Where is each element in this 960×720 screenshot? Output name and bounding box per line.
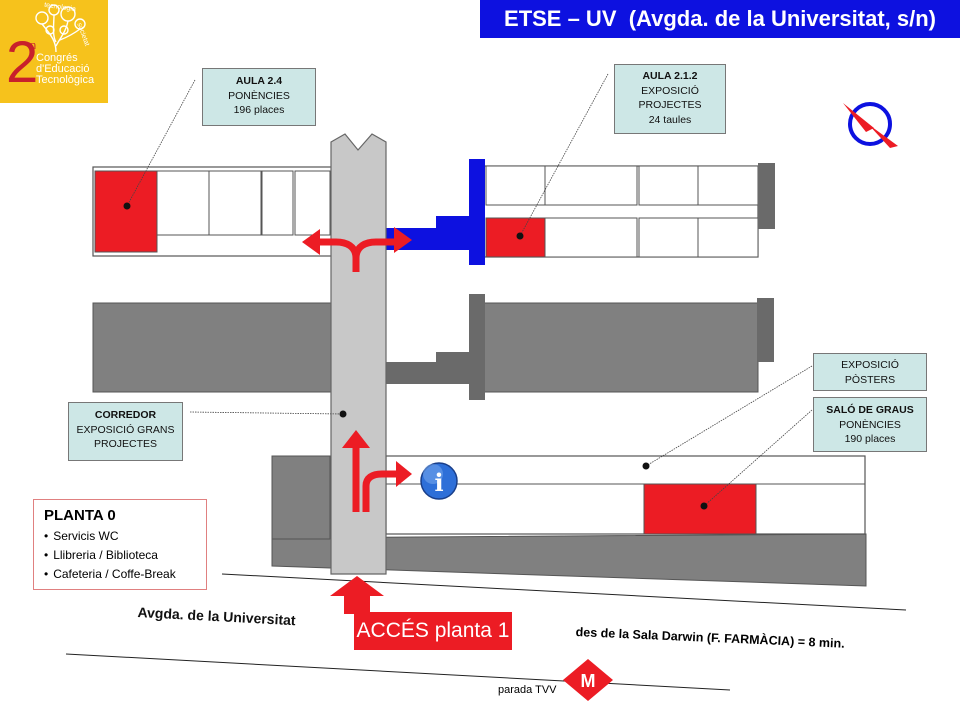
salo-graus-line1: PONÈNCIES — [839, 418, 901, 431]
posters-line2: PÒSTERS — [844, 373, 896, 386]
building-mid-right-bar — [469, 294, 485, 400]
leader-aula-212 — [519, 73, 609, 237]
logo-text: Congrés d'Educació Tecnològica — [36, 53, 94, 86]
street-line-upper — [221, 573, 907, 611]
top-split-arrow-right — [352, 238, 396, 259]
logo-number: 2 — [6, 30, 39, 95]
building-bottom-white — [385, 455, 866, 535]
building-mid-right — [482, 302, 759, 393]
dot-aula-212 — [516, 232, 524, 240]
aula-24-line2: 196 places — [233, 104, 285, 116]
blue-vertical-bar — [469, 159, 485, 265]
aula-212-room — [485, 217, 546, 258]
callout-salo-graus: SALÓ DE GRAUS PONÈNCIES 190 places — [813, 397, 927, 452]
salo-graus-line2: 190 places — [844, 433, 896, 445]
room-tr-4 — [697, 165, 759, 206]
corredor-title: CORREDOR — [94, 409, 157, 421]
callout-posters: EXPOSICIÓ PÒSTERS — [813, 353, 927, 391]
congress-logo: tecnologia societat 2 n Congrés d'Educac… — [0, 0, 108, 103]
arrow-head-left — [302, 229, 320, 255]
logo-superscript: n — [30, 40, 37, 52]
arrow-head-right-bottom — [396, 461, 412, 487]
aula-24-room — [94, 170, 158, 253]
building-top-right-cap — [758, 163, 775, 229]
callout-aula-212: AULA 2.1.2 EXPOSICIÓ PROJECTES 24 taules — [614, 64, 726, 134]
bottom-right-arrow — [362, 470, 398, 512]
leader-posters — [645, 365, 813, 467]
callout-aula-24: AULA 2.4 PONÈNCIES 196 places — [202, 68, 316, 126]
gray-connector-step — [436, 352, 470, 363]
aula-212-line3: 24 taules — [648, 113, 692, 126]
room-top-left-5 — [294, 170, 331, 236]
callout-corredor: CORREDOR EXPOSICIÓ GRANS PROJECTES — [68, 402, 183, 461]
planta-heading: PLANTA 0 — [44, 507, 116, 524]
building-mid-left — [92, 302, 333, 393]
room-top-left-4 — [261, 170, 294, 236]
salo-graus-title: SALÓ DE GRAUS — [826, 404, 914, 416]
access-label: ACCÉS planta 1 — [354, 612, 512, 650]
planta-item-3: Cafeteria / Coffe-Break — [44, 565, 196, 584]
room-tr-2 — [544, 165, 638, 206]
street-line-lower — [65, 653, 731, 691]
page-title: ETSE – UV (Avgda. de la Universitat, s/n… — [480, 0, 960, 38]
arrow-head-right — [394, 227, 412, 253]
corredor-line2: PROJECTES — [93, 438, 157, 450]
compass-icon — [843, 102, 898, 148]
planta-item-1: Servicis WC — [44, 527, 196, 546]
planta-0-box: PLANTA 0 Servicis WC Llibreria / Bibliot… — [33, 499, 207, 590]
building-mid-right-cap — [757, 298, 774, 362]
leader-corredor — [189, 411, 343, 415]
planta-item-2: Llibreria / Biblioteca — [44, 546, 196, 565]
aula-212-line2: PROJECTES — [638, 99, 702, 111]
leader-salo — [703, 409, 813, 507]
metro-stop-label: parada TVV — [498, 684, 557, 696]
room-tr-1 — [485, 165, 546, 206]
info-icon[interactable]: i — [420, 462, 458, 500]
corredor-line1: EXPOSICIÓ GRANS — [76, 423, 175, 436]
logo-line-3: Tecnològica — [36, 74, 95, 86]
salo-graus-room — [643, 483, 757, 535]
logo-line-2: d'Educació — [36, 63, 90, 75]
room-top-left-2 — [156, 170, 210, 236]
room-tr-8 — [697, 217, 759, 258]
access-arrow — [330, 576, 384, 614]
aula-24-line1: PONÈNCIES — [228, 89, 290, 102]
dot-posters — [642, 462, 650, 470]
building-bottom-left-block — [271, 455, 331, 540]
info-icon-letter: i — [434, 468, 443, 497]
aula-24-title: AULA 2.4 — [235, 75, 283, 87]
dot-aula-24 — [123, 202, 131, 210]
gray-connector — [384, 362, 470, 384]
posters-line1: EXPOSICIÓ — [841, 359, 899, 371]
blue-connector-step — [436, 216, 470, 229]
logo-tree-icon — [35, 4, 86, 53]
logo-line-1: Congrés — [36, 52, 78, 64]
aula-212-line1: EXPOSICIÓ — [641, 84, 699, 97]
leader-aula-24 — [126, 79, 196, 207]
dot-salo — [700, 502, 708, 510]
building-bottom-base — [271, 533, 867, 587]
dot-corredor — [339, 410, 347, 418]
metro-icon: M — [563, 659, 613, 701]
aula-212-title: AULA 2.1.2 — [642, 70, 698, 82]
metro-letter: M — [581, 671, 596, 691]
room-tr-6 — [544, 217, 638, 258]
room-tr-7 — [638, 217, 699, 258]
room-top-left-3 — [208, 170, 262, 236]
arrow-head-up — [342, 430, 370, 448]
room-tr-3 — [638, 165, 699, 206]
